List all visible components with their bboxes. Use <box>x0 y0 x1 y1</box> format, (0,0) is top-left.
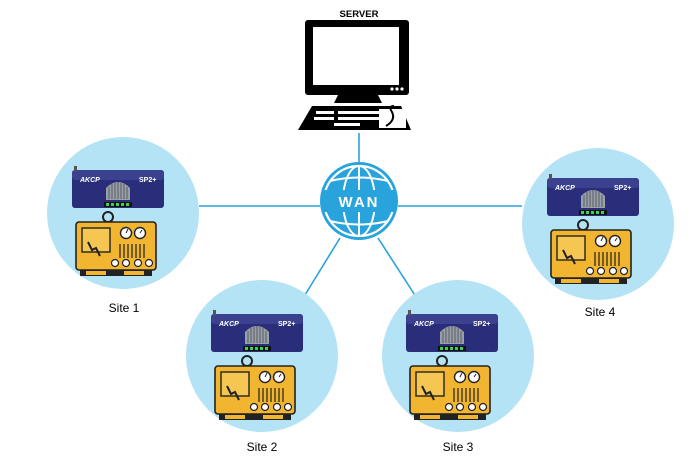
site-3: AKCP SP2+ Site 3 <box>382 280 534 454</box>
device-model: SP2+ <box>278 321 295 328</box>
link-site-2 <box>299 237 341 304</box>
device-brand: AKCP <box>218 321 239 328</box>
site-2: AKCP SP2+ Site 2 <box>186 280 338 454</box>
server-computer-icon: SERVER <box>298 9 411 130</box>
wan-globe-icon: WAN <box>320 162 398 240</box>
device-model: SP2+ <box>473 321 490 328</box>
network-links <box>199 133 522 304</box>
wan-label: WAN <box>339 194 380 211</box>
site-4: AKCP SP2+ Site 4 <box>522 148 674 319</box>
device-model: SP2+ <box>139 177 156 184</box>
link-site-3 <box>377 237 421 304</box>
device-brand: AKCP <box>79 177 100 184</box>
device-model: SP2+ <box>614 185 631 192</box>
device-brand: AKCP <box>413 321 434 328</box>
site-label: Site 2 <box>247 440 278 454</box>
site-label: Site 3 <box>443 440 474 454</box>
server-label: SERVER <box>340 9 379 20</box>
site-1: AKCP SP2+ Site 1 <box>47 137 199 315</box>
site-label: Site 1 <box>109 301 140 315</box>
device-brand: AKCP <box>554 185 575 192</box>
site-label: Site 4 <box>585 305 616 319</box>
